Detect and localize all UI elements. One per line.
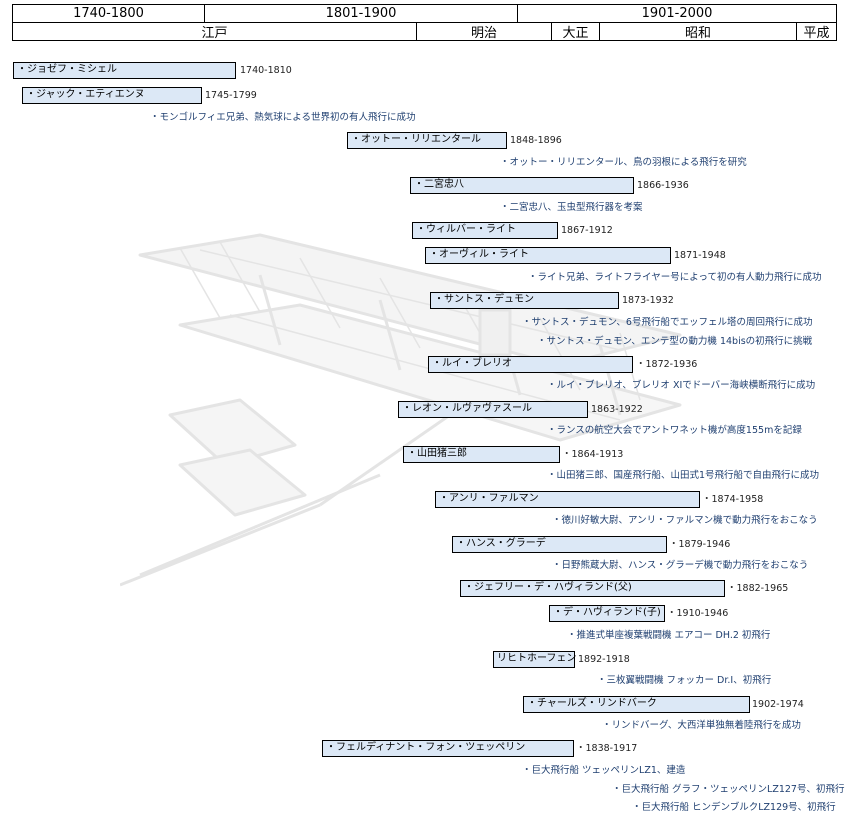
event-text: ・ライト兄弟、ライトフライヤー号によって初の有人動力飛行に成功 xyxy=(528,272,822,283)
era-heisei: 平成 xyxy=(796,22,837,41)
lifespan-bar: ・チャールズ・リンドバーク xyxy=(523,696,750,713)
range-1901-2000: 1901-2000 xyxy=(517,4,837,23)
event-text: ・リンドバーグ、大西洋単独無着陸飛行を成功 xyxy=(602,720,801,731)
lifespan-years: ・1838-1917 xyxy=(576,743,638,754)
lifespan-bar: ・フェルディナント・フォン・ツェッペリン xyxy=(322,740,574,757)
lifespan-years: ・1874-1958 xyxy=(702,494,764,505)
era-edo: 江戸 xyxy=(12,22,417,41)
event-text: ・サントス・デュモン、6号飛行船でエッフェル塔の周回飛行に成功 xyxy=(522,317,813,328)
event-text: ・モンゴルフィエ兄弟、熱気球による世界初の有人飛行に成功 xyxy=(150,112,416,123)
event-text: ・サントス・デュモン、エンテ型の動力機 14bisの初飛行に挑戦 xyxy=(537,336,813,347)
lifespan-bar: ・オーヴィル・ライト xyxy=(425,247,671,264)
lifespan-years: 1902-1974 xyxy=(752,699,804,710)
lifespan-bar: ・二宮忠八 xyxy=(410,177,634,194)
lifespan-bar: ・山田猪三郎 xyxy=(403,446,560,463)
lifespan-years: 1892-1918 xyxy=(578,654,630,665)
lifespan-years: 1867-1912 xyxy=(561,225,613,236)
lifespan-bar: ・サントス・デュモン xyxy=(430,292,619,309)
lifespan-years: 1871-1948 xyxy=(674,250,726,261)
lifespan-years: ・1879-1946 xyxy=(669,539,731,550)
event-text: ・三枚翼戦闘機 フォッカー Dr.I、初飛行 xyxy=(597,675,772,686)
event-text: ・巨大飛行船 ツェッペリンLZ1、建造 xyxy=(522,765,686,776)
lifespan-years: 1873-1932 xyxy=(622,295,674,306)
lifespan-years: ・1872-1936 xyxy=(636,359,698,370)
lifespan-bar: ・ルイ・ブレリオ xyxy=(428,356,633,373)
range-1740-1800: 1740-1800 xyxy=(12,4,205,23)
lifespan-years: ・1910-1946 xyxy=(667,608,729,619)
lifespan-years: 1866-1936 xyxy=(637,180,689,191)
event-text: ・オットー・リリエンタール、鳥の羽根による飛行を研究 xyxy=(500,157,747,168)
lifespan-bar: ・ハンス・グラーデ xyxy=(452,536,667,553)
range-1801-1900: 1801-1900 xyxy=(204,4,518,23)
lifespan-years: 1740-1810 xyxy=(240,65,292,76)
era-showa: 昭和 xyxy=(599,22,797,41)
event-text: ・推進式単座複葉戦闘機 エアコー DH.2 初飛行 xyxy=(567,630,771,641)
event-text: ・巨大飛行船 グラフ・ツェッペリンLZ127号、初飛行 xyxy=(612,784,845,795)
lifespan-bar: ・ウィルバー・ライト xyxy=(412,222,558,239)
event-text: ・日野熊蔵大尉、ハンス・グラーデ機で動力飛行をおこなう xyxy=(552,560,809,571)
event-text: ・徳川好敏大尉、アンリ・ファルマン機で動力飛行をおこなう xyxy=(552,515,818,526)
era-taisho: 大正 xyxy=(551,22,600,41)
event-text: ・巨大飛行船 ヒンデンブルクLZ129号、初飛行 xyxy=(632,802,836,813)
lifespan-years: 1745-1799 xyxy=(205,90,257,101)
event-text: ・山田猪三郎、国産飛行船、山田式1号飛行船で自由飛行に成功 xyxy=(547,470,820,481)
lifespan-bar: ・アンリ・ファルマン xyxy=(435,491,700,508)
lifespan-years: ・1882-1965 xyxy=(727,583,789,594)
lifespan-years: 1863-1922 xyxy=(591,404,643,415)
lifespan-bar: ・レオン・ルヴァヴァスール xyxy=(398,401,588,418)
era-meiji: 明治 xyxy=(416,22,552,41)
lifespan-bar: ・ジェフリー・デ・ハヴィランド(父) xyxy=(460,580,725,597)
event-text: ・ランスの航空大会でアントワネット機が高度155mを記録 xyxy=(547,425,802,436)
lifespan-bar: ・オットー・リリエンタール xyxy=(347,132,507,149)
lifespan-bar: ・ジョゼフ・ミシェル xyxy=(13,62,236,79)
lifespan-bar: リヒトホーフェン xyxy=(493,651,576,668)
event-text: ・二宮忠八、玉虫型飛行器を考案 xyxy=(500,202,643,213)
lifespan-bar: ・デ・ハヴィランド(子) xyxy=(549,605,665,622)
lifespan-years: ・1864-1913 xyxy=(562,449,624,460)
lifespan-bar: ・ジャック・エティエンヌ xyxy=(22,87,202,104)
event-text: ・ルイ・ブレリオ、ブレリオ XIでドーバー海峡横断飛行に成功 xyxy=(547,380,816,391)
lifespan-years: 1848-1896 xyxy=(510,135,562,146)
